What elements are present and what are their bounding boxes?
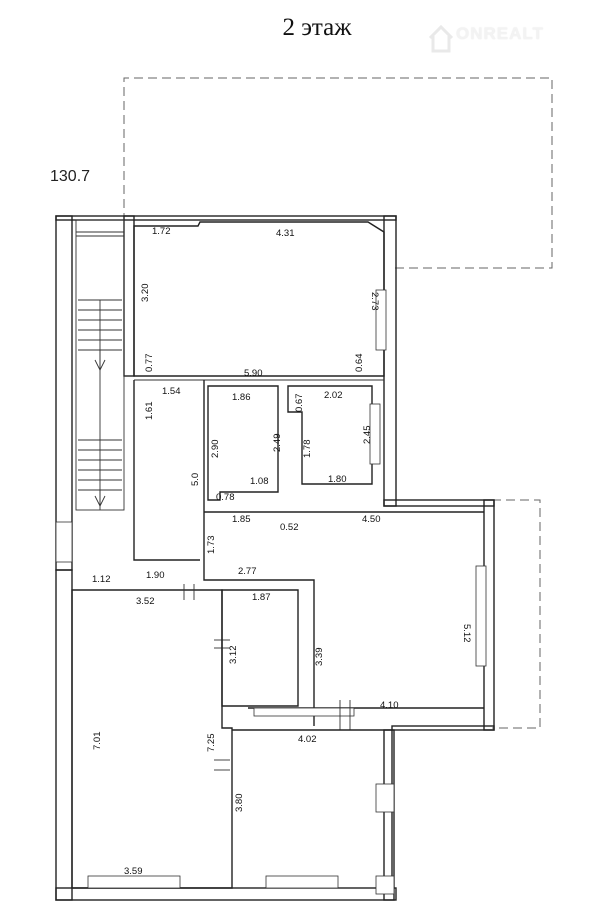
dim-label: 3.59 (124, 866, 143, 877)
dim-label: 2.02 (324, 390, 343, 401)
level-mark: 130.7 (50, 168, 91, 185)
dim-label: 1.61 (144, 402, 155, 421)
dim-label: 3.52 (136, 596, 155, 607)
dim-label: 0.77 (144, 354, 155, 373)
dim-label: 2.45 (362, 426, 373, 445)
dim-label: 1.78 (302, 440, 313, 459)
dim-label: 2.49 (272, 434, 283, 453)
dim-label: 7.01 (92, 732, 103, 751)
dim-label: 1.85 (232, 514, 251, 525)
dim-label: 0.52 (280, 522, 299, 533)
dim-label: 1.72 (152, 226, 171, 237)
balcony-outline (492, 499, 541, 729)
dim-label: 0.78 (216, 492, 235, 503)
dim-label: 3.39 (314, 648, 325, 667)
dim-label: 1.90 (146, 570, 165, 581)
dim-label: 4.10 (380, 700, 399, 711)
room-top (133, 221, 387, 381)
dim-label: 1.08 (250, 476, 269, 487)
dim-label: 2.77 (238, 566, 257, 577)
watermark-logo: ONREALT (428, 24, 584, 64)
dim-label: 1.54 (162, 386, 181, 397)
dim-label: 5.12 (461, 624, 472, 643)
dim-label: 7.25 (206, 734, 217, 753)
dim-label: 3.80 (234, 794, 245, 813)
room-small (287, 385, 381, 485)
dim-label: 1.87 (252, 592, 271, 603)
dim-label: 1.12 (92, 574, 111, 585)
dim-label: 1.80 (328, 474, 347, 485)
dim-label: 4.31 (276, 228, 295, 239)
hall-walls (55, 380, 484, 726)
house-icon (428, 24, 454, 53)
dim-label: 4.50 (362, 514, 381, 525)
room-bedroom (71, 584, 233, 889)
dim-label: 0.67 (294, 394, 305, 413)
dim-label: 3.12 (228, 646, 239, 665)
room-middle (214, 589, 299, 707)
dim-label: 1.86 (232, 392, 251, 403)
terrace-outline (123, 77, 553, 269)
dim-label: 3.20 (140, 284, 151, 303)
dim-label: 4.02 (298, 734, 317, 745)
watermark-text: ONREALT (456, 24, 544, 43)
dim-label: 5.90 (244, 368, 263, 379)
dim-label: 0.64 (354, 354, 365, 373)
staircase (75, 219, 125, 511)
outer-walls (55, 215, 495, 901)
dim-label: 5.0 (190, 473, 201, 486)
dimension-labels: 1.72 4.31 3.20 2.73 0.77 5.90 0.64 1.54 … (92, 226, 472, 877)
dim-label: 2.73 (369, 292, 380, 311)
room-lower-right (214, 729, 395, 895)
plan-title: 2 этаж (282, 14, 352, 41)
dim-label: 2.90 (210, 440, 221, 459)
room-closet (207, 385, 279, 501)
room-living (248, 565, 487, 730)
dim-label: 1.73 (206, 536, 217, 555)
